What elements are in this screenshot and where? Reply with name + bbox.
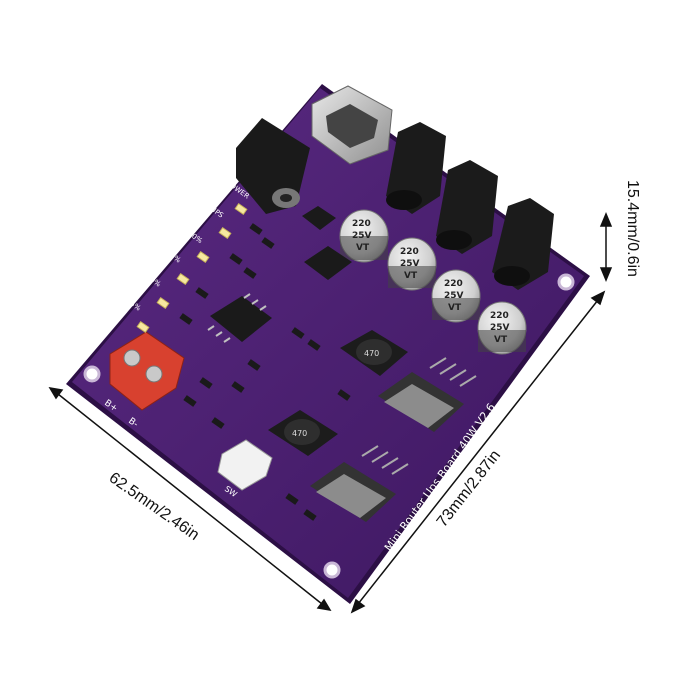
svg-text:25V: 25V (352, 231, 372, 241)
dimension-width-label: 62.5mm/2.46in (106, 469, 202, 544)
switch-connector (217, 439, 273, 491)
terminal-minus-label: B- (126, 416, 139, 430)
svg-text:220: 220 (352, 219, 371, 229)
svg-text:25V: 25V (490, 323, 510, 333)
dimension-length-arrow (350, 290, 606, 614)
capacitor-4: 220 25V VT (477, 301, 527, 355)
regulator-1 (378, 357, 477, 432)
svg-text:VT: VT (494, 335, 508, 345)
battery-terminal (109, 331, 185, 411)
svg-text:470: 470 (364, 349, 379, 358)
svg-text:25V: 25V (444, 291, 464, 301)
dc-jack-3 (492, 198, 554, 290)
ic-chip (207, 293, 272, 343)
dimension-height-label: 15.4mm/0.6in (624, 180, 641, 277)
svg-text:220: 220 (490, 311, 509, 321)
svg-text:VT: VT (404, 271, 418, 281)
svg-text:220: 220 (400, 247, 419, 257)
svg-text:470: 470 (292, 429, 307, 438)
dc-jack-1 (386, 122, 446, 214)
usb-port (311, 85, 393, 165)
dc-jack-left (236, 118, 310, 214)
svg-text:220: 220 (444, 279, 463, 289)
capacitor-1: 220 25V VT (339, 209, 389, 263)
capacitor-3: 220 25V VT (431, 269, 481, 323)
inductor-2: 470 (268, 410, 338, 456)
status-leds (136, 202, 248, 334)
svg-text:VT: VT (448, 303, 462, 313)
regulator-2 (310, 445, 409, 522)
dimension-width-arrow (48, 386, 332, 612)
svg-text:25V: 25V (400, 259, 420, 269)
inductor-1: 470 (340, 330, 408, 376)
svg-text:VT: VT (356, 243, 370, 253)
capacitor-2: 220 25V VT (387, 237, 437, 291)
dimension-height-arrow (599, 212, 613, 282)
smd-components (179, 206, 352, 521)
dc-jack-2 (436, 160, 498, 254)
